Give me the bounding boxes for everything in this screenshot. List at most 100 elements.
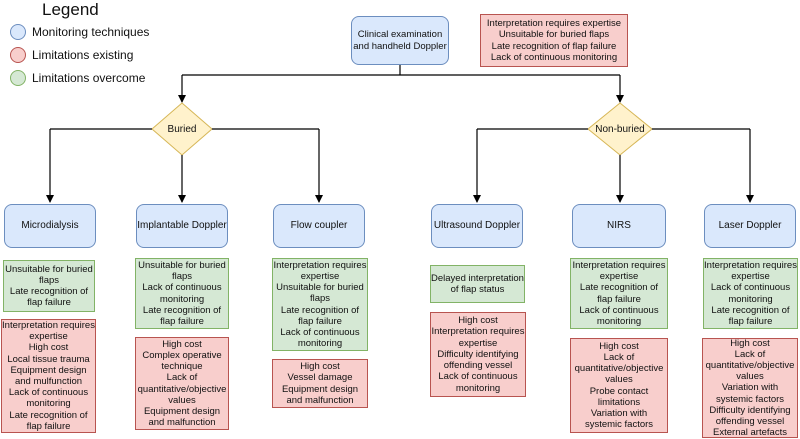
overcome-line: flaps (38, 274, 60, 286)
overcome-line: Late recognition of (280, 304, 360, 316)
limitation-line: Late recognition of flap failure (491, 40, 617, 52)
existing-line: Lack of continuous (8, 387, 89, 399)
overcome-line: flap failure (27, 297, 71, 309)
existing-line: and malfunction (148, 417, 216, 429)
existing-line: Difficulty identifying (709, 404, 791, 416)
limitation-line: Unsuitable for buried flaps (498, 29, 610, 40)
existing-line: Lack of (734, 348, 766, 360)
overcome-line: expertise (599, 271, 639, 283)
technique-label: Microdialysis (21, 220, 79, 232)
legend-dot-green (10, 70, 26, 86)
legend-dot-red (10, 47, 26, 63)
overcome-line: Unsuitable for buried (276, 282, 364, 294)
overcome-line: Late recognition of (9, 286, 89, 297)
existing-line: and mulfunction (14, 376, 83, 387)
existing-line: Late recognition of (9, 409, 88, 421)
technique-ultrasound-doppler: Ultrasound Doppler (431, 204, 523, 248)
overcome-line: monitoring (297, 338, 343, 350)
existing-line: and malfunction (286, 394, 354, 406)
existing-line: High cost (300, 361, 340, 373)
existing-line: Interpretation requires (431, 326, 525, 338)
overcome-line: flap failure (597, 293, 641, 305)
nirs-existing-box: High cost Lack of quantitative/objective… (570, 338, 668, 433)
overcome-line: Interpretation requires (273, 259, 367, 271)
overcome-line: flaps (171, 271, 193, 283)
technique-nirs: NIRS (572, 204, 666, 248)
root-limitations-box: Interpretation requires expertise Unsuit… (480, 14, 628, 67)
overcome-line: Late recognition of (711, 304, 790, 316)
technique-laser-doppler: Laser Doppler (704, 204, 796, 248)
overcome-line: Lack of continuous (579, 304, 659, 316)
existing-line: values (605, 374, 633, 386)
overcome-line: Unsuitable for buried (138, 259, 226, 271)
existing-line: Lack of (603, 351, 635, 363)
overcome-line: Late recognition of (579, 282, 659, 294)
existing-line: External artefacts (713, 427, 787, 439)
existing-line: systemic factors (584, 419, 654, 431)
existing-line: Equipment design (281, 383, 359, 395)
limitation-line: Interpretation requires expertise (486, 17, 622, 29)
legend-label: Monitoring techniques (32, 25, 150, 39)
existing-line: Local tissue trauma (7, 353, 90, 365)
existing-line: Variation with (590, 407, 648, 419)
overcome-line: Interpretation requires (704, 259, 797, 271)
overcome-line: Lack of continuous (142, 282, 222, 294)
existing-line: Variation with (721, 382, 779, 394)
existing-line: Lack of (166, 372, 198, 384)
microdialysis-existing-box: Interpretation requires expertise High c… (1, 319, 96, 433)
existing-line: quantitative/objective (705, 360, 795, 371)
existing-line: systemic factors (715, 393, 785, 405)
legend-label: Limitations existing (32, 48, 134, 62)
implantable-doppler-existing-box: High cost Complex operative technique La… (135, 337, 229, 430)
existing-line: limitations (597, 396, 641, 408)
overcome-line: expertise (300, 270, 340, 282)
limitation-line: Lack of continuous monitoring (490, 52, 618, 63)
overcome-line: Late recognition of (142, 304, 222, 316)
overcome-line: Lack of continuous (710, 282, 791, 294)
overcome-line: flap failure (160, 315, 204, 327)
implantable-doppler-overcome-box: Unsuitable for buried flaps Lack of cont… (135, 258, 229, 329)
overcome-line: of flap status (450, 284, 505, 295)
overcome-line: monitoring (728, 293, 773, 305)
existing-line: expertise (29, 331, 68, 343)
root-node: Clinical examination and handheld Dopple… (351, 16, 449, 65)
overcome-line: flap failure (298, 315, 342, 327)
existing-line: Equipment design (143, 405, 221, 417)
existing-line: values (736, 371, 764, 383)
legend-item-monitoring: Monitoring techniques (10, 24, 149, 40)
technique-label: Laser Doppler (718, 220, 782, 232)
overcome-line: flap failure (728, 315, 773, 327)
overcome-line: Delayed interpretation (431, 272, 524, 284)
existing-line: Vessel damage (287, 372, 353, 384)
existing-line: Complex operative (142, 349, 222, 361)
existing-line: High cost (28, 342, 69, 354)
existing-line: High cost (599, 340, 639, 352)
existing-line: monitoring (455, 382, 501, 394)
existing-line: High cost (458, 315, 498, 327)
legend-dot-blue (10, 24, 26, 40)
existing-line: Lack of continuous (438, 371, 518, 383)
technique-label: Ultrasound Doppler (433, 220, 521, 232)
overcome-line: Lack of continuous (280, 326, 360, 338)
overcome-line: Unsuitable for buried (5, 263, 93, 275)
existing-line: monitoring (26, 398, 71, 410)
laser-doppler-overcome-box: Interpretation requires expertise Lack o… (703, 258, 798, 329)
existing-line: quantitative/objective (574, 363, 664, 375)
buried-label: Buried (167, 123, 197, 135)
technique-microdialysis: Microdialysis (4, 204, 96, 248)
legend-item-existing: Limitations existing (10, 47, 133, 63)
legend-label: Limitations overcome (32, 71, 146, 85)
existing-line: High cost (730, 337, 770, 349)
existing-line: offending vessel (443, 360, 513, 372)
existing-line: expertise (458, 337, 498, 349)
technique-flow-coupler: Flow coupler (273, 204, 365, 248)
ultrasound-doppler-existing-box: High cost Interpretation requires expert… (430, 312, 526, 397)
overcome-line: expertise (731, 271, 770, 283)
legend-item-overcome: Limitations overcome (10, 70, 145, 86)
root-label-line: and handheld Doppler (353, 40, 447, 52)
existing-line: technique (161, 361, 203, 373)
existing-line: quantitative/objective (137, 383, 227, 395)
nirs-overcome-box: Interpretation requires expertise Late r… (570, 258, 668, 329)
existing-line: High cost (162, 338, 202, 350)
